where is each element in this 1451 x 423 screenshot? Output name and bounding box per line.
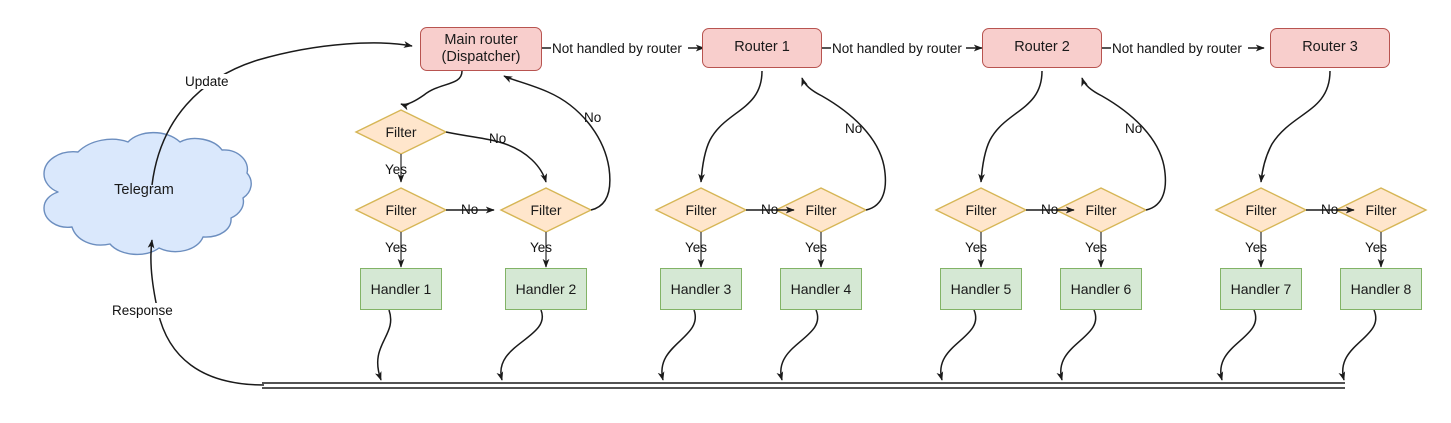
filter-b-label[interactable]: Filter — [385, 202, 417, 218]
edge-handler7-to-bus — [1216, 309, 1257, 381]
edge-handler2-to-bus — [496, 309, 544, 381]
edge-label-update: Update — [184, 74, 230, 89]
edge-handler3-to-bus — [657, 309, 697, 381]
handler-handler-4-label: Handler 4 — [790, 280, 852, 297]
handler-handler-2[interactable]: Handler 2 — [505, 268, 587, 310]
edge-router2-to-filter-f — [978, 70, 1043, 183]
router-router-3-label: Router 3 — [1302, 39, 1358, 56]
edge-router1-to-filter-d — [698, 70, 763, 183]
edge-filter-c-no-to-mainrouter — [503, 75, 611, 211]
edge-label-yes-8: Yes — [1245, 240, 1268, 255]
handler-handler-1-label: Handler 1 — [370, 280, 432, 297]
edge-label-not-handled-2: Not handled by router — [831, 41, 963, 56]
edge-filter-a-no-to-filter-c — [445, 131, 548, 183]
handler-handler-8-label: Handler 8 — [1350, 280, 1412, 297]
edge-label-yes-9: Yes — [1365, 240, 1388, 255]
edge-label-yes-6: Yes — [965, 240, 988, 255]
edge-label-response: Response — [111, 303, 174, 318]
filter-c-label[interactable]: Filter — [530, 202, 562, 218]
handler-handler-5[interactable]: Handler 5 — [940, 268, 1022, 310]
edge-label-yes-7: Yes — [1085, 240, 1108, 255]
edge-label-no-3: No — [461, 202, 479, 217]
router-main-router-label-line2: (Dispatcher) — [441, 49, 521, 65]
edge-label-no-4: No — [761, 202, 779, 217]
handler-handler-3[interactable]: Handler 3 — [660, 268, 742, 310]
handler-handler-1[interactable]: Handler 1 — [360, 268, 442, 310]
edge-label-not-handled-1: Not handled by router — [551, 41, 683, 56]
router-router-1[interactable]: Router 1 — [702, 28, 822, 68]
edge-update — [151, 41, 413, 186]
router-main-router-label-line1: Main router — [444, 31, 518, 48]
edge-label-no-2: No — [584, 110, 602, 125]
filter-g-label[interactable]: Filter — [1085, 202, 1117, 218]
edge-label-yes-4: Yes — [685, 240, 708, 255]
edge-label-no-5: No — [845, 121, 863, 136]
handler-handler-7[interactable]: Handler 7 — [1220, 268, 1302, 310]
router-router-1-label: Router 1 — [734, 39, 790, 56]
router-router-3[interactable]: Router 3 — [1270, 28, 1390, 68]
filter-h-label[interactable]: Filter — [1245, 202, 1277, 218]
edge-label-not-handled-3: Not handled by router — [1111, 41, 1243, 56]
edge-handler8-to-bus — [1338, 309, 1377, 381]
filter-d-label[interactable]: Filter — [685, 202, 717, 218]
edge-response-to-telegram — [147, 239, 265, 386]
handler-handler-6[interactable]: Handler 6 — [1060, 268, 1142, 310]
handler-handler-7-label: Handler 7 — [1230, 280, 1292, 297]
edge-label-yes-5: Yes — [805, 240, 828, 255]
edge-label-no-6: No — [1041, 202, 1059, 217]
filter-e-label[interactable]: Filter — [805, 202, 837, 218]
router-router-2-label: Router 2 — [1014, 39, 1070, 56]
edge-handler4-to-bus — [776, 309, 819, 381]
filter-i-label[interactable]: Filter — [1365, 202, 1397, 218]
handler-handler-2-label: Handler 2 — [515, 280, 577, 297]
telegram-cloud-shape — [43, 131, 252, 255]
handler-handler-8[interactable]: Handler 8 — [1340, 268, 1422, 310]
edge-label-yes-3: Yes — [530, 240, 553, 255]
handler-handler-4[interactable]: Handler 4 — [780, 268, 862, 310]
edge-handler6-to-bus — [1056, 309, 1097, 381]
handler-handler-6-label: Handler 6 — [1070, 280, 1132, 297]
edge-filter-e-no-to-router1 — [801, 77, 887, 211]
router-router-2[interactable]: Router 2 — [982, 28, 1102, 68]
router-main-router[interactable]: Main router (Dispatcher) — [420, 27, 542, 71]
handler-handler-5-label: Handler 5 — [950, 280, 1012, 297]
edge-label-no-7: No — [1125, 121, 1143, 136]
edge-label-no-1: No — [489, 131, 507, 146]
filter-f-label[interactable]: Filter — [965, 202, 997, 218]
filter-diamonds — [354, 109, 1428, 233]
handler-handler-3-label: Handler 3 — [670, 280, 732, 297]
filter-a-label[interactable]: Filter — [385, 124, 417, 140]
edge-label-yes-1: Yes — [385, 162, 408, 177]
edge-filter-g-no-to-router2 — [1081, 77, 1167, 211]
edge-mainrouter-to-filter-a — [400, 70, 463, 111]
edge-handler1-to-bus — [375, 309, 392, 381]
edge-label-yes-2: Yes — [385, 240, 408, 255]
edge-handler5-to-bus — [936, 309, 977, 381]
edge-label-no-8: No — [1321, 202, 1339, 217]
telegram-cloud-label: Telegram — [114, 182, 174, 198]
edge-router3-to-filter-h — [1258, 70, 1331, 183]
